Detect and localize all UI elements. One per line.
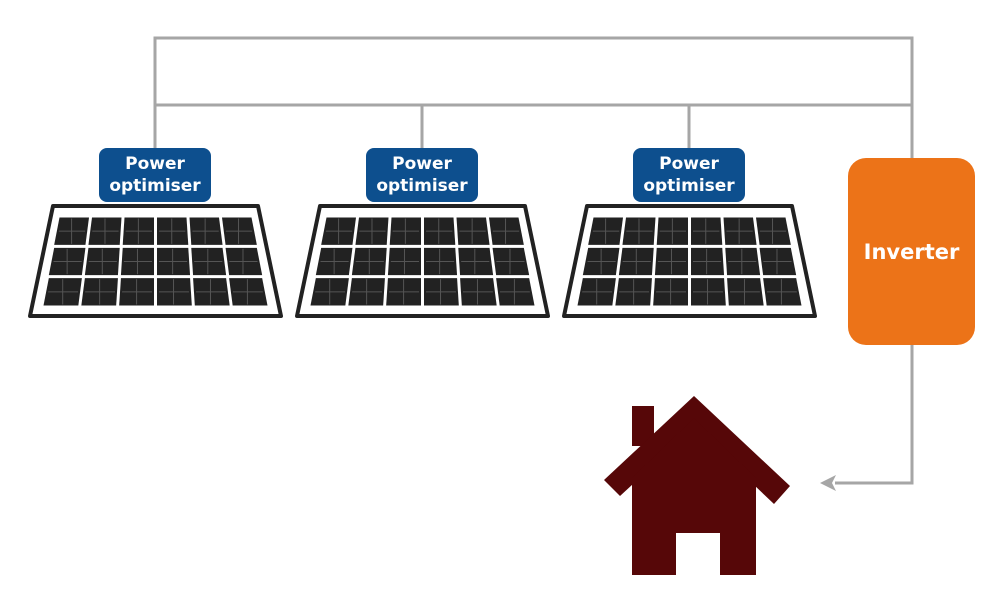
inverter: Inverter [848,158,975,345]
house-icon [604,396,790,575]
solar-panel-icon [295,204,550,318]
optimiser-label-line2: optimiser [376,176,468,196]
inverter-label: Inverter [863,239,960,264]
optimiser-label-line1: Power [125,154,185,174]
optimiser-label-line1: Power [392,154,452,174]
optimiser-label-line2: optimiser [643,176,735,196]
optimiser-label-line1: Power [659,154,719,174]
wiring [153,36,914,485]
solar-panel-icon [562,204,817,318]
inverter-to-house-wire [835,345,914,485]
optimiser-label-line2: optimiser [109,176,201,196]
power-optimiser-2: Power optimiser [366,148,478,202]
power-optimiser-1: Power optimiser [99,148,211,202]
power-optimiser-3: Power optimiser [633,148,745,202]
arrow-left-icon [820,475,836,491]
outer-loop-wire [153,36,914,158]
solar-panel-icon [28,204,283,318]
